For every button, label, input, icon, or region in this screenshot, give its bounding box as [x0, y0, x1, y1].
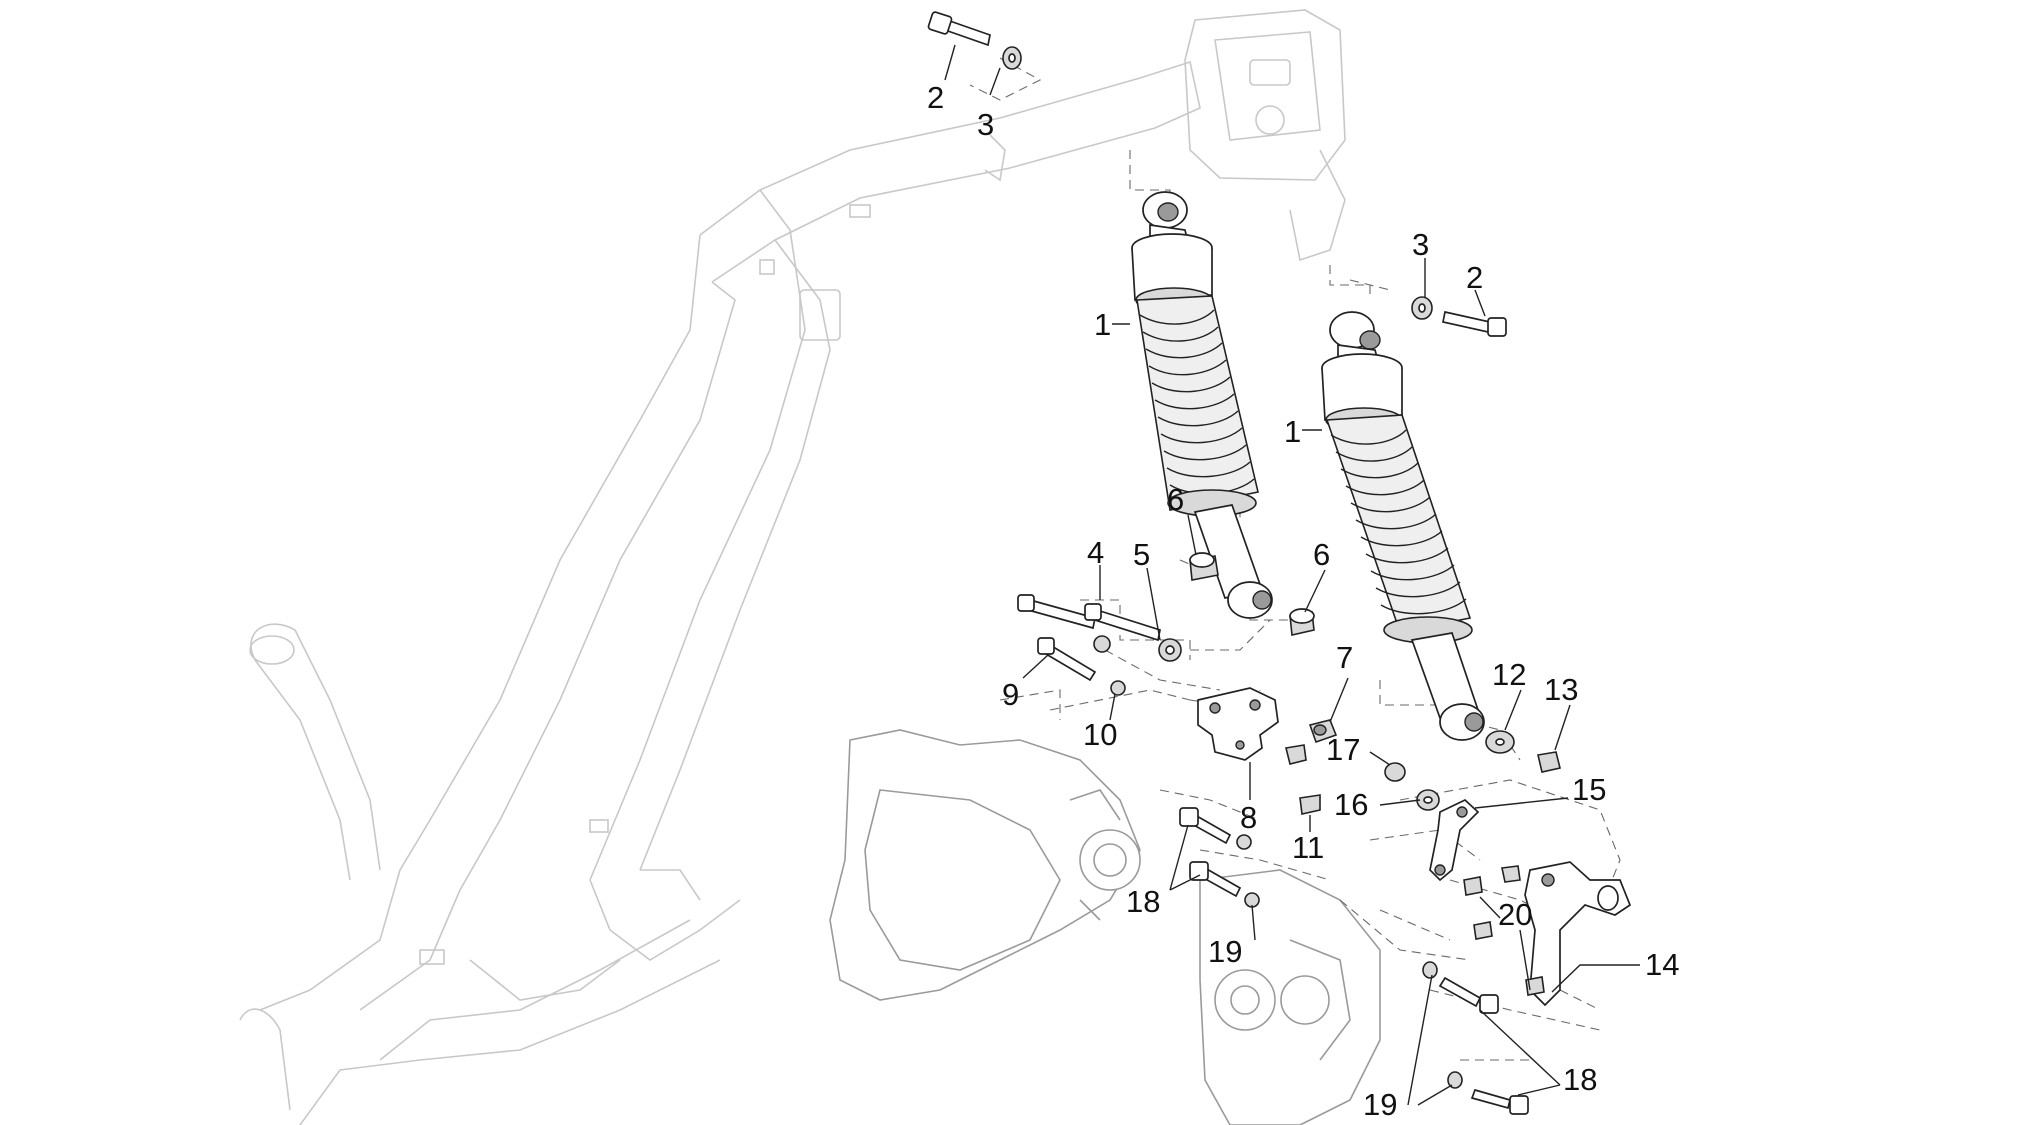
- spring-coils-left: [1139, 309, 1255, 495]
- callout-label: 1: [1284, 414, 1301, 449]
- callout-label: 6: [1313, 537, 1330, 572]
- callout-label: 10: [1083, 717, 1117, 752]
- callout-label: 19: [1363, 1087, 1397, 1122]
- shock-absorber-right: [1321, 311, 1485, 741]
- callout-label: 6: [1167, 482, 1184, 517]
- callout-label: 13: [1544, 672, 1578, 707]
- callout-label: 4: [1087, 535, 1104, 570]
- callout-label: 2: [1466, 260, 1483, 295]
- callout-label: 3: [1412, 227, 1429, 262]
- engine-crankcase: [829, 729, 1381, 1125]
- scooter-frame: [239, 9, 1346, 1125]
- callout-label: 16: [1334, 787, 1368, 822]
- callout-label: 18: [1126, 884, 1160, 919]
- callout-label: 8: [1240, 800, 1257, 835]
- callout-label: 12: [1492, 657, 1526, 692]
- shock-absorber-left: [1131, 191, 1273, 619]
- callout-labels: 2 3 3 2 1 1 6 4 5 6 7 9 10 12 13 17 15 1…: [927, 80, 1679, 1122]
- callout-label: 3: [977, 107, 994, 142]
- callout-label: 1: [1094, 307, 1111, 342]
- callout-label: 9: [1002, 677, 1019, 712]
- callout-label: 14: [1645, 947, 1679, 982]
- callout-label: 7: [1336, 640, 1353, 675]
- spring-coils-right: [1330, 429, 1467, 615]
- leader-lines: [944, 44, 1640, 1106]
- callout-label: 15: [1572, 772, 1606, 807]
- callout-label: 20: [1498, 897, 1532, 932]
- callout-label: 5: [1133, 537, 1150, 572]
- callout-label: 17: [1326, 732, 1360, 767]
- callout-label: 19: [1208, 934, 1242, 969]
- callout-label: 11: [1292, 830, 1324, 865]
- callout-label: 18: [1563, 1062, 1597, 1097]
- hardware: [927, 11, 1632, 1115]
- callout-label: 2: [927, 80, 944, 115]
